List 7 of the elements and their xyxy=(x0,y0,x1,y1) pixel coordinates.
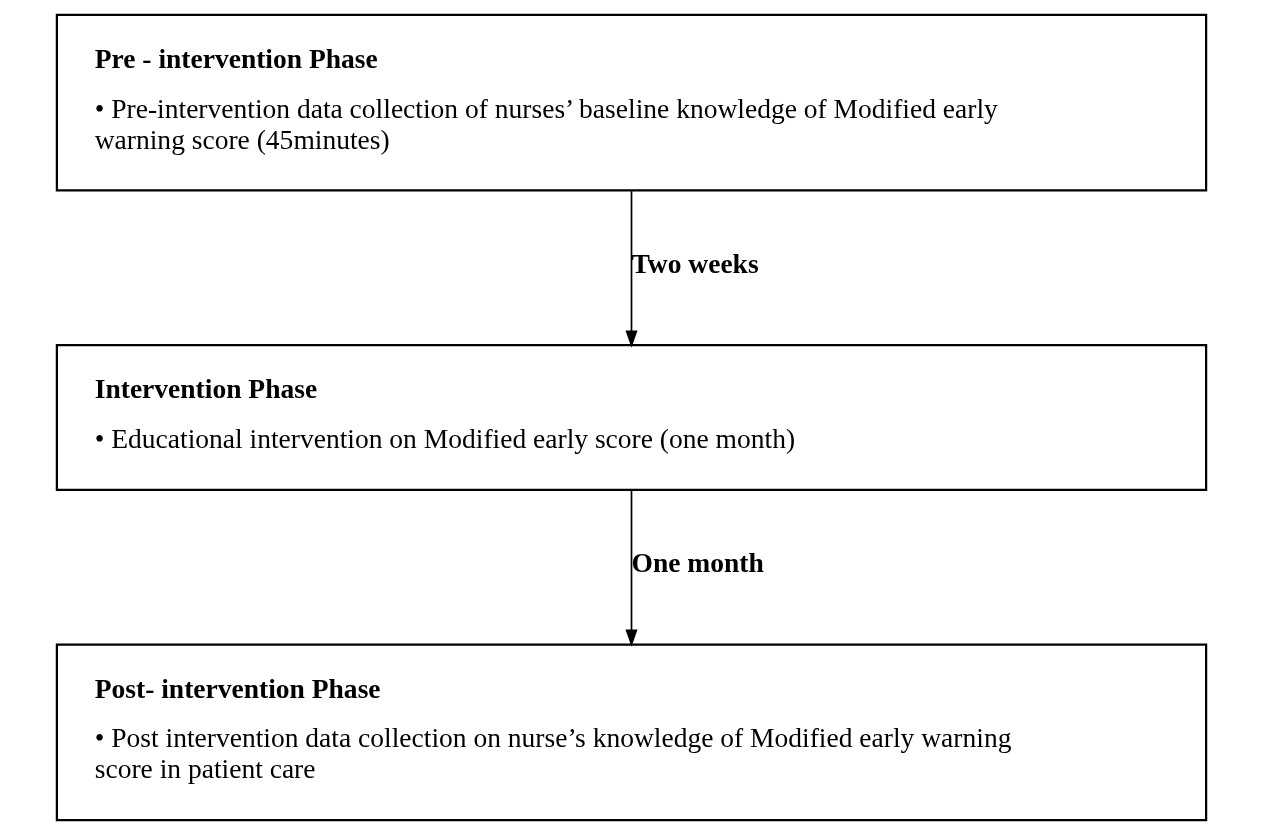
edge-label: Two weeks xyxy=(631,247,759,279)
arrow xyxy=(625,489,638,647)
edge-label: One month xyxy=(631,546,764,578)
node-box: Pre - intervention Phase • Pre-intervention data collection of nurses’ baseline knowledge of Modified early warning score (45minutes) xyxy=(55,13,1208,192)
arrow xyxy=(625,190,638,348)
node-box: Intervention Phase • Educational intervention on Modified early score (one month) xyxy=(55,344,1208,491)
node-box: Post- intervention Phase • Post intervention data collection on nurse’s knowledge of Modified early warning score in patient care xyxy=(55,643,1208,822)
